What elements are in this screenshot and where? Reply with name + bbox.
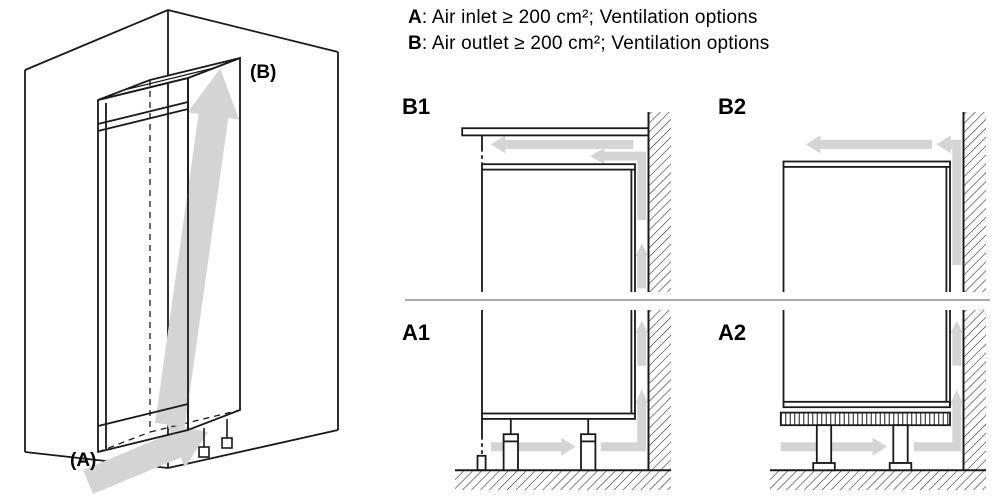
ventilation-options-panels — [405, 112, 990, 490]
airflow-arrows — [806, 135, 962, 265]
legend-air-inlet: A: Air inlet ≥ 200 cm²; Ventilation opti… — [408, 5, 758, 31]
arrow-elbow-right-up — [600, 389, 649, 452]
appliance-top — [782, 160, 951, 168]
plinth-vent — [476, 454, 487, 472]
panel-b2-diagram — [782, 112, 986, 293]
wall-hatch — [963, 112, 986, 292]
legend-b-key: B — [408, 33, 422, 54]
iso-label-b: (B) — [250, 62, 277, 83]
a1-structure — [476, 310, 636, 472]
arrow-elbow-up-left — [936, 135, 962, 265]
b2-structure — [782, 160, 951, 293]
b1-structure — [461, 127, 650, 293]
top-opening-edge — [123, 67, 215, 91]
iso-label-a: (A) — [70, 450, 97, 471]
arrow-elbow-right-up — [914, 389, 964, 452]
cabinet-front-frame — [97, 77, 189, 453]
arrow-in-front — [780, 437, 887, 456]
worktop — [461, 127, 650, 137]
hidden-bottom-left-edge — [97, 431, 151, 453]
panel-label-b1: B1 — [402, 94, 431, 119]
wall-hatch — [648, 310, 671, 471]
plinth-grille — [779, 411, 951, 427]
panel-a1-diagram — [455, 310, 672, 490]
legend-b-text: : Air outlet ≥ 200 cm²; Ventilation opti… — [421, 33, 770, 54]
isometric-niche-drawing — [24, 9, 339, 495]
arrow-elbow-up-left — [590, 148, 647, 220]
legend-a-key: A — [408, 7, 422, 28]
floor-hatch — [770, 470, 986, 490]
legend-air-outlet: B: Air outlet ≥ 200 cm²; Ventilation opt… — [408, 31, 769, 57]
wall-hatch — [963, 310, 986, 471]
airflow-arrows — [780, 320, 964, 456]
a2-structure — [779, 310, 951, 427]
arrow-out-top — [806, 135, 932, 154]
arrow-out-front — [491, 135, 634, 154]
arrow-up-channel — [635, 243, 649, 289]
panel-label-a1: A1 — [402, 320, 431, 345]
wall-hatch — [648, 112, 671, 292]
arrow-up-channel — [950, 320, 964, 366]
air-inlet-arrow — [83, 423, 209, 495]
arrow-up-channel — [635, 320, 649, 366]
panel-a2-diagram — [770, 310, 987, 490]
panel-label-b2: B2 — [718, 94, 747, 119]
plinth-feet — [812, 424, 913, 472]
legend-a-text: : Air inlet ≥ 200 cm²; Ventilation optio… — [421, 7, 758, 28]
appliance-bottom — [782, 400, 951, 409]
airflow-arrows — [491, 320, 649, 456]
panel-label-a2: A2 — [718, 320, 747, 345]
panel-b1-diagram — [461, 112, 671, 293]
appliance-bottom — [481, 412, 636, 420]
hidden-bottom-edge — [149, 409, 241, 433]
airflow-arrows — [491, 135, 649, 289]
air-outlet-arrow — [155, 68, 240, 428]
adjustable-feet — [198, 419, 233, 458]
floor-hatch — [455, 470, 671, 490]
adjustable-feet — [502, 418, 597, 472]
appliance-top — [481, 163, 636, 171]
